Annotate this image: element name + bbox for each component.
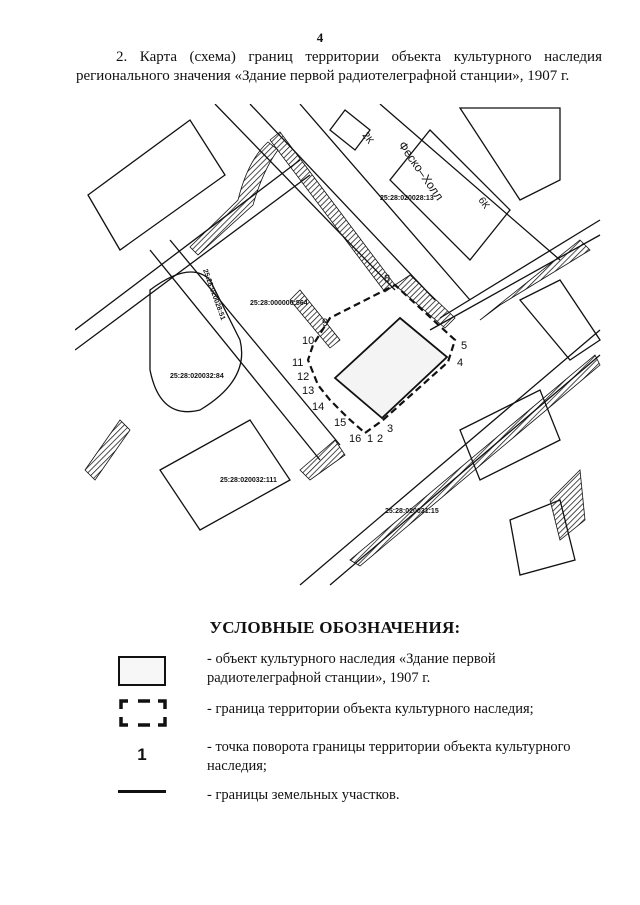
boundary-point-16: 16	[349, 433, 361, 445]
section-heading: 2. Карта (схема) границ территории объек…	[76, 48, 602, 86]
legend-title: УСЛОВНЫЕ ОБОЗНАЧЕНИЯ:	[209, 618, 461, 637]
legend-parcel-line-symbol	[118, 790, 166, 793]
building-2k-label: 2К	[360, 130, 376, 146]
legend-text-turn-point: - точка поворота границы территории объе…	[207, 739, 571, 774]
page-number: 4	[316, 30, 324, 45]
map-hatching	[84, 131, 601, 567]
legend-text-parcel-boundaries: - границы земельных участков.	[207, 787, 400, 803]
boundary-point-4: 4	[457, 357, 463, 369]
building-6k-label: 6К	[476, 195, 492, 211]
boundary-point-5: 5	[461, 340, 467, 352]
cadastral-number: 25:28:020032:84	[170, 373, 224, 380]
boundary-point-1: 1	[367, 433, 373, 445]
heading-line-2: регионального значения «Здание первой ра…	[76, 68, 570, 84]
cadastral-number: 25:28:020028:13	[380, 195, 434, 202]
legend-point-symbol: 1	[137, 745, 147, 764]
boundary-point-10: 10	[302, 335, 314, 347]
cadastral-number: 25:28:020031:15	[385, 508, 439, 515]
boundary-point-12: 12	[297, 371, 309, 383]
heritage-building	[333, 316, 449, 420]
boundary-point-15: 15	[334, 417, 346, 429]
cadastral-map: Феско–Холл 2К 6К 25:28:020028:13 25:28:0…	[75, 104, 601, 586]
boundary-point-2: 2	[377, 433, 383, 445]
boundary-point-11: 11	[292, 357, 303, 369]
heading-line-1: 2. Карта (схема) границ территории объек…	[116, 49, 602, 65]
legend-heritage-object-symbol	[118, 656, 166, 686]
boundary-point-13: 13	[302, 385, 314, 397]
cadastral-number: 25:28:020032:111	[220, 477, 277, 484]
map-linework	[75, 104, 601, 586]
boundary-point-14: 14	[312, 401, 324, 413]
cadastral-number: 25:28:000000:564	[250, 300, 308, 307]
legend-boundary-symbol	[119, 699, 167, 727]
legend-text-heritage-object: - объект культурного наследия «Здание пе…	[207, 651, 496, 686]
heritage-boundary	[306, 283, 457, 435]
legend-text-boundary: - граница территории объекта культурного…	[207, 701, 534, 717]
boundary-point-8: 8	[384, 273, 390, 285]
boundary-point-9: 9	[322, 317, 328, 329]
cadastral-number: 25:28:020028:51	[201, 268, 226, 321]
boundary-point-3: 3	[387, 423, 393, 435]
